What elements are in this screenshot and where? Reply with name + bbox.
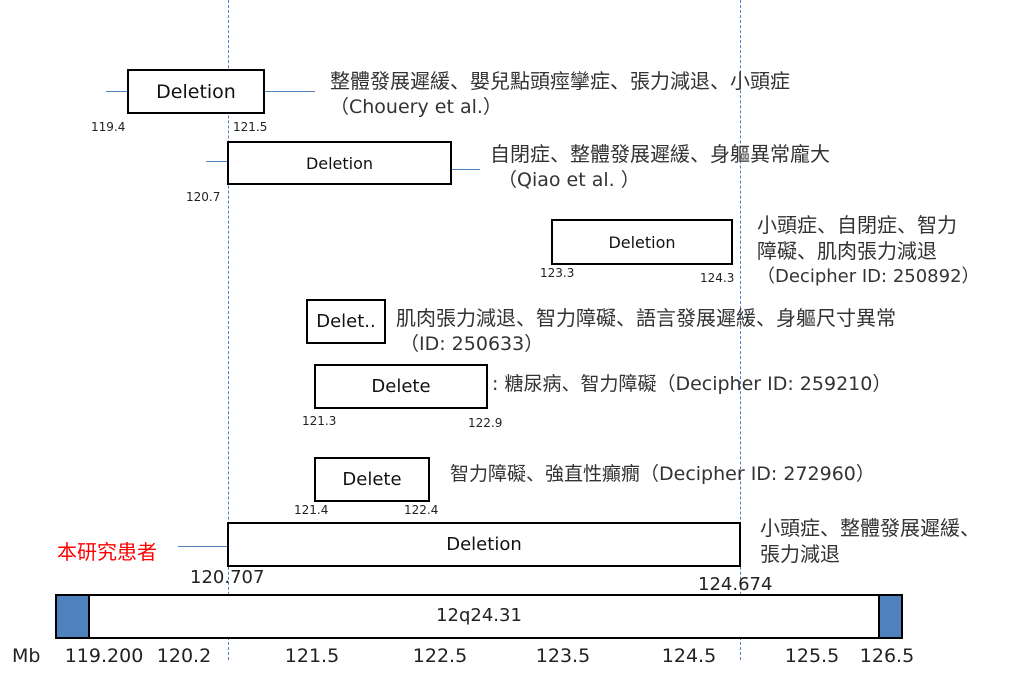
chromosome-bar: 12q24.31 <box>55 594 903 639</box>
deletion-2-left-line <box>206 161 228 162</box>
deletion-1-description: 整體發展遲緩、嬰兒點頭痙攣症、張力減退、小頭症 （Chouery et al.） <box>330 68 790 120</box>
patient-description: 小頭症、整體發展遲緩、 張力減退 <box>760 515 980 567</box>
deletion-6-label: Delete <box>342 469 402 490</box>
axis-tick: 121.5 <box>284 645 340 667</box>
deletion-1-right-line <box>265 91 315 92</box>
guide-line-end <box>740 0 741 660</box>
guide-line-start <box>228 0 229 660</box>
deletion-2-right-line <box>452 169 480 170</box>
deletion-6-start: 121.4 <box>294 503 329 517</box>
chromosome-end-left <box>57 596 90 637</box>
deletion-6-box: Delete <box>314 457 430 502</box>
patient-side-label: 本研究患者 <box>57 540 157 564</box>
axis-tick: 124.5 <box>661 645 717 667</box>
deletion-6-end: 122.4 <box>404 503 439 517</box>
deletion-3-end: 124.3 <box>700 271 735 285</box>
axis-unit: Mb <box>12 645 41 667</box>
deletion-6-desc-line-1: 智力障礙、強直性癲癇（Decipher ID: 272960） <box>450 463 875 485</box>
deletion-1-desc-line-1: 整體發展遲緩、嬰兒點頭痙攣症、張力減退、小頭症 <box>330 69 790 93</box>
deletion-1-desc-line-2: （Chouery et al.） <box>330 96 502 118</box>
patient-box: Deletion <box>227 522 741 567</box>
deletion-1-start: 119.4 <box>91 120 126 134</box>
deletion-2-start: 120.7 <box>186 190 221 204</box>
patient-desc-line-2: 張力減退 <box>760 542 840 566</box>
deletion-4-desc-line-2: （ID: 250633） <box>400 333 544 355</box>
patient-label: Deletion <box>446 534 522 555</box>
deletion-3-box: Deletion <box>551 219 733 265</box>
deletion-1-left-line <box>106 91 128 92</box>
deletion-5-end: 122.9 <box>468 416 503 430</box>
deletion-1-end: 121.5 <box>233 120 268 134</box>
axis-tick: 123.5 <box>535 645 591 667</box>
deletion-4-box: Delet.. <box>306 299 386 344</box>
deletion-1-label: Deletion <box>156 80 236 103</box>
deletion-3-description: 小頭症、自閉症、智力 障礙、肌肉張力減退 （Decipher ID: 25089… <box>757 212 980 290</box>
deletion-2-box: Deletion <box>227 141 452 185</box>
patient-start: 120.707 <box>190 567 265 588</box>
deletion-5-box: Delete <box>314 364 488 409</box>
deletion-5-desc-line-1: : 糖尿病、智力障礙（Decipher ID: 259210） <box>492 373 892 395</box>
deletion-5-description: : 糖尿病、智力障礙（Decipher ID: 259210） <box>492 371 891 397</box>
deletion-4-description: 肌肉張力減退、智力障礙、語言發展遲緩、身軀尺寸異常 （ID: 250633） <box>396 305 896 357</box>
deletion-5-label: Delete <box>371 376 431 397</box>
deletion-3-desc-line-1: 小頭症、自閉症、智力 <box>757 213 957 237</box>
axis-tick: 126.5 <box>859 645 915 667</box>
deletion-3-start: 123.3 <box>540 266 575 280</box>
chromosome-label: 12q24.31 <box>436 605 522 626</box>
deletion-1-box: Deletion <box>127 69 265 114</box>
deletion-2-desc-line-1: 自閉症、整體發展遲緩、身軀異常龐大 <box>490 142 830 166</box>
deletion-2-label: Deletion <box>305 153 374 173</box>
chromosome-end-right <box>878 596 901 637</box>
deletion-4-desc-line-1: 肌肉張力減退、智力障礙、語言發展遲緩、身軀尺寸異常 <box>396 306 896 330</box>
patient-left-line <box>178 546 228 547</box>
deletion-3-desc-line-3: （Decipher ID: 250892） <box>757 266 980 287</box>
deletion-2-desc-line-2: （Qiao et al. ） <box>498 169 640 191</box>
axis-tick: 119.200 <box>64 645 144 667</box>
deletion-5-start: 121.3 <box>302 414 337 428</box>
axis-tick: 125.5 <box>784 645 840 667</box>
deletion-2-description: 自閉症、整體發展遲緩、身軀異常龐大 （Qiao et al. ） <box>490 141 830 193</box>
patient-end: 124.674 <box>698 574 773 595</box>
deletion-4-label: Delet.. <box>316 311 376 332</box>
patient-desc-line-1: 小頭症、整體發展遲緩、 <box>760 516 980 540</box>
axis-tick: 122.5 <box>412 645 468 667</box>
axis-tick: 120.2 <box>156 645 212 667</box>
deletion-3-label: Deletion <box>608 232 676 252</box>
deletion-3-desc-line-2: 障礙、肌肉張力減退 <box>757 239 937 263</box>
deletion-6-description: 智力障礙、強直性癲癇（Decipher ID: 272960） <box>450 461 875 487</box>
